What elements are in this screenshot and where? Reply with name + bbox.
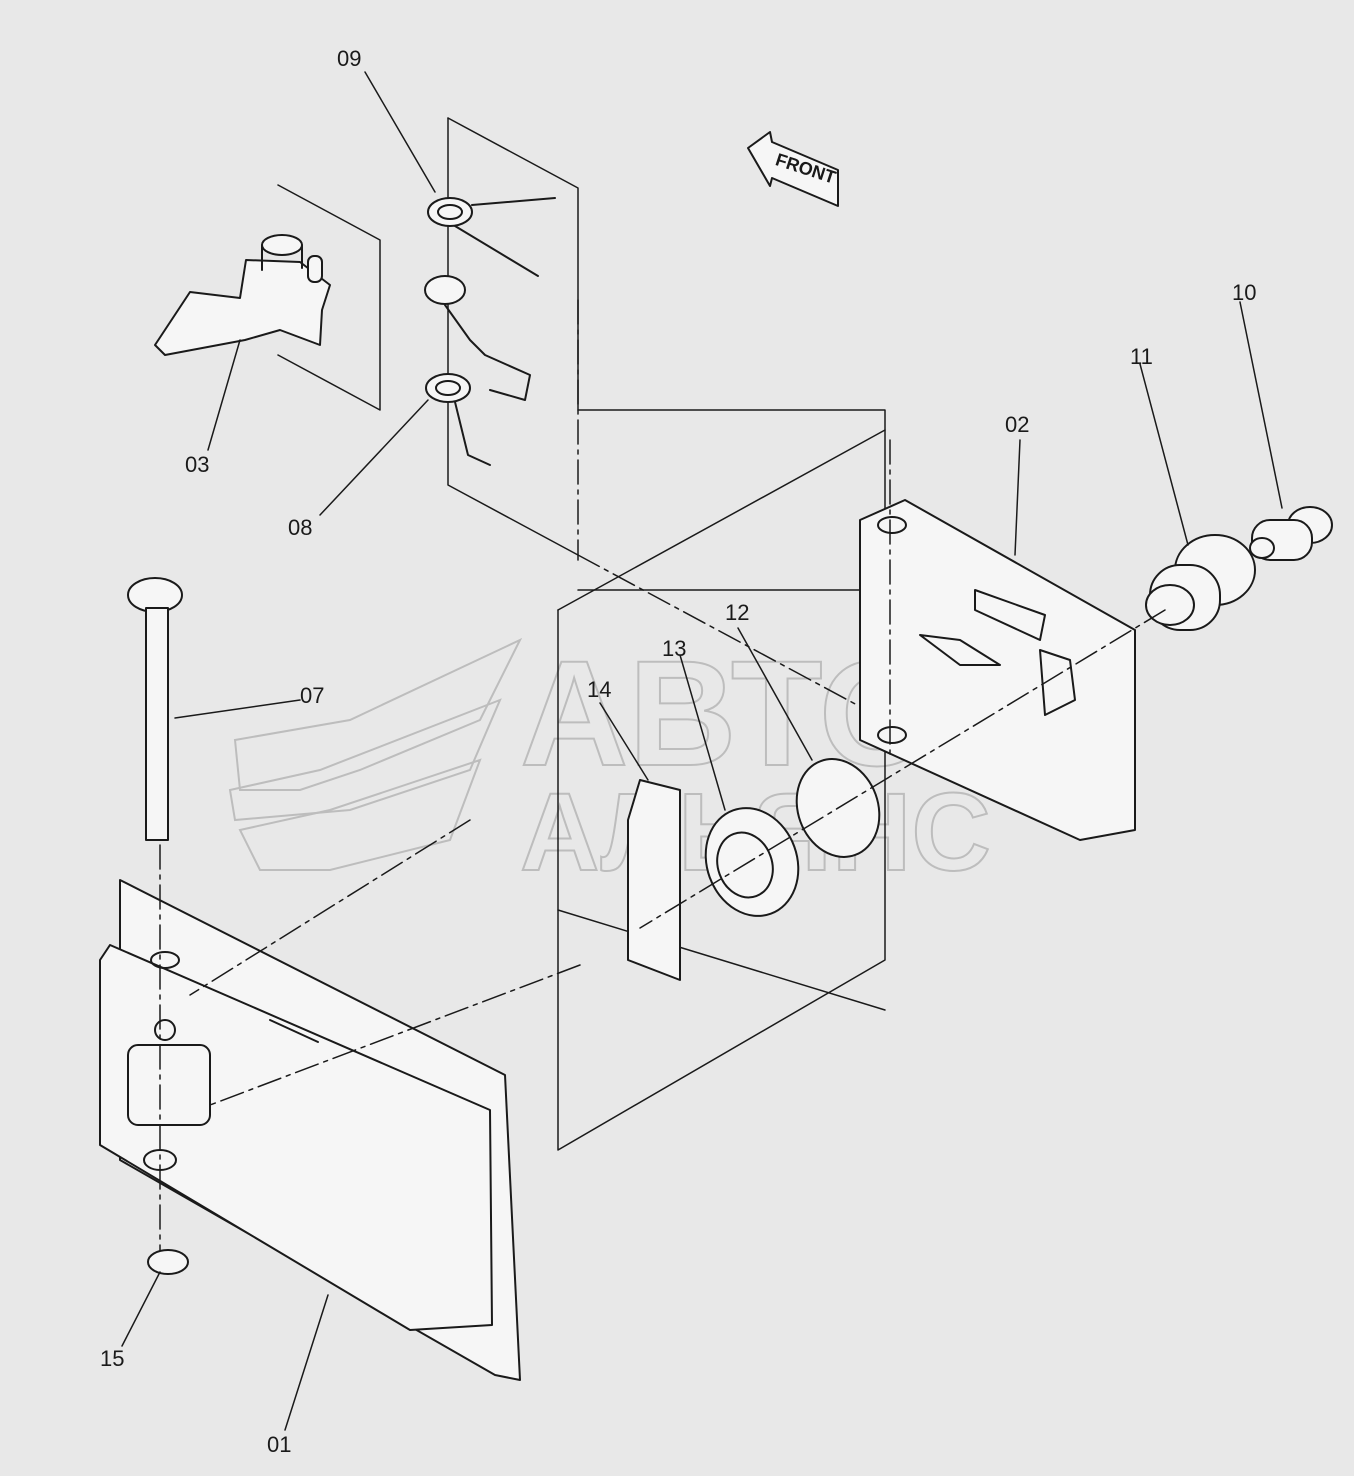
label-03: 03 — [185, 452, 209, 477]
front-arrow: FRONT — [747, 131, 839, 207]
assembly-center-lines — [159, 439, 1166, 1251]
label-15: 15 — [100, 1346, 124, 1371]
label-13: 13 — [662, 636, 686, 661]
part-14-plate — [627, 779, 681, 981]
part-15-clip — [147, 1249, 189, 1275]
label-08: 08 — [288, 515, 312, 540]
label-12: 12 — [725, 600, 749, 625]
part-09-spring — [427, 197, 556, 277]
label-02: 02 — [1005, 412, 1029, 437]
label-10: 10 — [1232, 280, 1256, 305]
part-03-lever — [154, 234, 331, 356]
part-08-spring — [425, 373, 491, 466]
part-13-nut — [704, 807, 800, 917]
part-02-bracket — [859, 499, 1136, 841]
phantom-outlines — [277, 117, 886, 1151]
part-spring-middle — [424, 275, 531, 401]
label-09: 09 — [337, 46, 361, 71]
part-07-bolt — [127, 577, 183, 841]
part-labels: 09 03 08 02 10 11 12 13 14 07 15 01 — [100, 46, 1256, 1457]
leader-lines — [121, 71, 1283, 1431]
label-07: 07 — [300, 683, 324, 708]
part-10-pin — [1249, 506, 1333, 561]
label-14: 14 — [587, 677, 611, 702]
label-11: 11 — [1130, 344, 1153, 369]
part-11-bushing — [1145, 534, 1256, 631]
label-01: 01 — [267, 1432, 291, 1457]
part-01-housing — [99, 879, 521, 1381]
